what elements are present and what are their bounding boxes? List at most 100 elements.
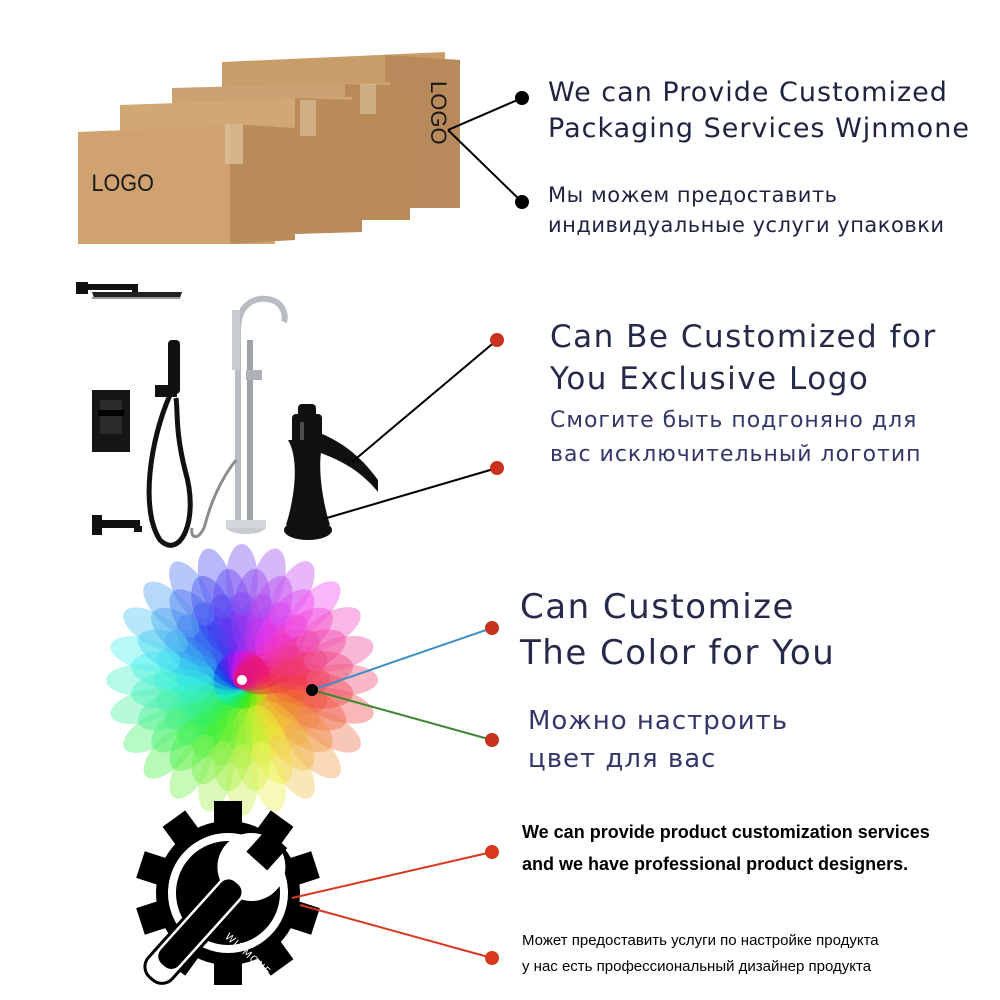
- color-petal: [254, 700, 315, 771]
- tub-spout-icon: [92, 515, 142, 535]
- color-petal: [244, 575, 293, 655]
- color-petal: [220, 672, 264, 768]
- color-petal: [249, 741, 287, 812]
- logo-heading-ru: Смогите быть подгоняно для вас исключите…: [550, 404, 922, 472]
- color-petal: [191, 705, 240, 785]
- color-petal: [207, 594, 257, 689]
- service-heading-ru-line2: у нас есть профессиональный дизайнер про…: [522, 958, 872, 975]
- color-petal: [227, 594, 277, 689]
- service-heading-line1: We can provide product customization ser…: [522, 822, 930, 842]
- color-petal: [231, 602, 293, 689]
- logo-heading: Can Be Customized for You Exclusive Logo: [550, 316, 937, 400]
- packaging-heading-line2: Packaging Services Wjnmone: [548, 113, 970, 144]
- color-petal: [191, 602, 253, 689]
- color-petal: [233, 669, 320, 731]
- packaging-heading-ru: Мы можем предоставить индивидуальные усл…: [548, 180, 945, 240]
- color-petal: [197, 548, 235, 619]
- hand-shower-icon: [146, 340, 193, 548]
- bullet-dot: [485, 621, 499, 635]
- color-heading-ru-line2: цвет для вас: [528, 744, 717, 774]
- color-petal: [284, 722, 341, 779]
- service-heading-line2: and we have professional product designe…: [522, 854, 909, 874]
- color-petal: [169, 561, 215, 626]
- color-petal: [231, 671, 293, 758]
- service-heading: We can provide product customization ser…: [522, 816, 930, 880]
- color-petal: [231, 707, 271, 792]
- logo-heading-line2: You Exclusive Logo: [550, 361, 870, 397]
- color-petal: [269, 651, 354, 691]
- color-petal: [143, 722, 200, 779]
- packaging-heading: We can Provide Customized Packaging Serv…: [548, 75, 970, 147]
- color-petal: [213, 707, 253, 792]
- logo-heading-line1: Can Be Customized for: [550, 319, 937, 355]
- bullet-dot: [490, 333, 504, 347]
- color-petal: [106, 664, 179, 697]
- color-petal: [303, 635, 374, 673]
- color-petal: [151, 607, 222, 668]
- color-heading-ru-line1: Можно настроить: [528, 706, 789, 736]
- service-heading-ru-line1: Может предоставить услуги по настройке п…: [522, 932, 879, 949]
- color-petal: [169, 734, 215, 799]
- color-petal: [169, 589, 230, 660]
- color-petal: [123, 607, 188, 653]
- color-petal: [191, 671, 253, 758]
- service-heading-ru: Может предоставить услуги по настройке п…: [522, 928, 879, 980]
- color-petal: [164, 629, 251, 691]
- color-petal: [249, 548, 286, 619]
- color-petal: [233, 629, 320, 691]
- color-petal: [110, 636, 181, 673]
- color-petal: [154, 658, 250, 702]
- valve-trim-icon: [92, 390, 130, 452]
- color-petal: [176, 614, 252, 690]
- color-petal: [123, 707, 188, 753]
- color-petal: [245, 705, 293, 785]
- color-petal: [227, 671, 277, 766]
- color-petal: [220, 592, 264, 688]
- color-petal: [137, 629, 217, 678]
- color-petal: [207, 671, 257, 766]
- color-petal: [198, 741, 235, 812]
- color-heading-line1: Can Customize: [520, 587, 795, 627]
- color-wheel-center: [237, 675, 247, 685]
- color-petal: [232, 614, 308, 690]
- bullet-dot: [485, 951, 499, 965]
- packaging-heading-ru-line2: индивидуальные услуги упаковки: [548, 213, 945, 237]
- color-petal: [110, 687, 181, 725]
- color-petal: [262, 692, 333, 753]
- color-petal: [130, 651, 215, 691]
- box-logo-front: LOGO: [91, 170, 154, 197]
- color-petal: [267, 682, 347, 731]
- color-petal: [262, 607, 333, 668]
- color-petal: [225, 544, 258, 617]
- color-petal: [296, 707, 361, 753]
- color-petal: [267, 629, 347, 677]
- color-petal: [303, 687, 374, 724]
- color-petal: [169, 700, 230, 771]
- bullet-dot: [515, 195, 529, 209]
- color-heading-line2: The Color for You: [520, 633, 836, 673]
- bullet-dot: [515, 91, 529, 105]
- packaging-heading-ru-line1: Мы можем предоставить: [548, 183, 838, 207]
- color-petal: [269, 561, 315, 626]
- color-petal: [231, 568, 271, 653]
- logo-heading-ru-line2: вас исключительный логотип: [550, 442, 922, 467]
- color-petal: [156, 665, 251, 715]
- color-petal: [234, 658, 330, 702]
- color-petal: [226, 743, 259, 816]
- color-petal: [164, 669, 251, 731]
- color-petal: [156, 645, 251, 695]
- packaging-heading-line1: We can Provide Customized: [548, 77, 948, 108]
- color-petal: [254, 589, 315, 660]
- color-petal: [151, 692, 222, 753]
- basin-faucet-icon: [284, 404, 378, 540]
- bullet-dot: [485, 733, 499, 747]
- color-heading: Can Customize The Color for You: [520, 584, 835, 676]
